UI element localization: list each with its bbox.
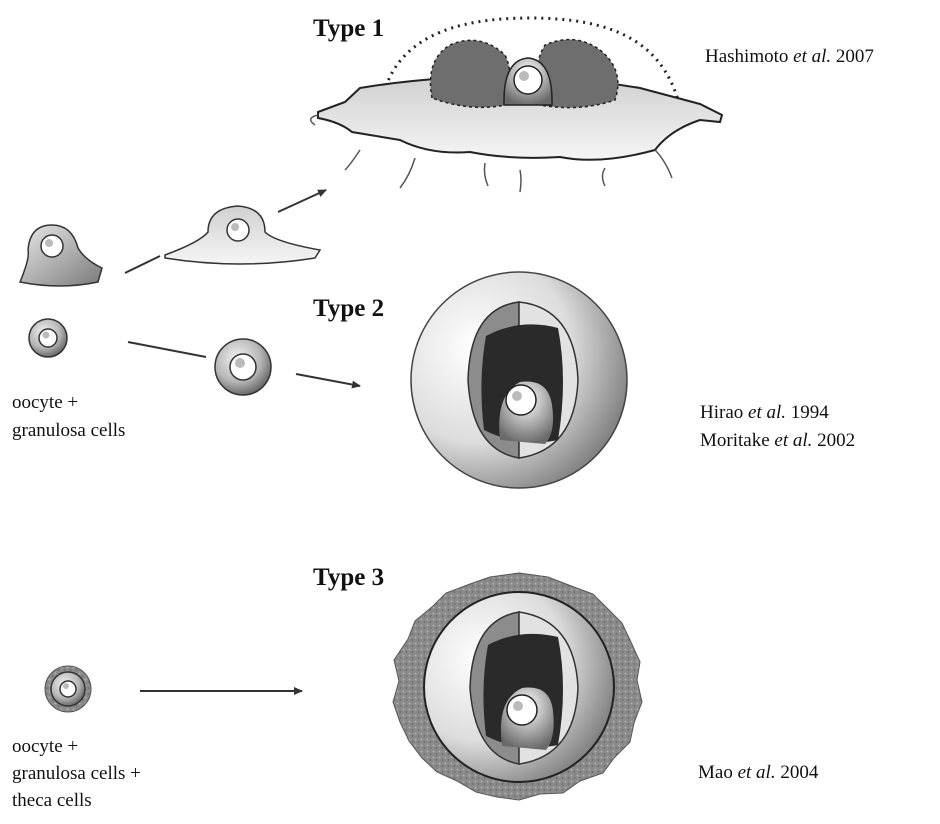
type2-citation-2: Moritake et al. 2002 <box>700 430 855 451</box>
oocyte-nucleus <box>519 71 529 81</box>
oocyte-nucleus <box>513 701 523 711</box>
type3-follicle-with-theca <box>393 573 642 800</box>
type2-citation-1: Hirao et al. 1994 <box>700 402 829 423</box>
caption-oocyte-granulosa-theca: oocyte +granulosa cells +theca cells <box>12 736 141 811</box>
oocyte <box>507 695 537 725</box>
oocyte <box>514 66 542 94</box>
oocyte-nucleus <box>512 391 522 401</box>
start-cell-ogt <box>45 666 91 712</box>
arrow-to-type2 <box>296 374 360 386</box>
arrow-to-type1 <box>278 190 326 212</box>
type1-spread-follicle <box>311 18 722 192</box>
type1-label: Type 1 <box>313 15 384 42</box>
dashed-arrow-segment <box>125 256 160 273</box>
arrow-segment-1 <box>128 342 206 357</box>
type3-citation: Mao et al. 2004 <box>698 762 819 783</box>
intermediate-follicle <box>215 339 271 395</box>
caption-oocyte-granulosa: oocyte +granulosa cells <box>12 392 125 441</box>
type1-citation: Hashimoto et al. 2007 <box>705 46 874 67</box>
type3-label: Type 3 <box>313 564 384 591</box>
start-cell-attached <box>20 225 102 286</box>
type2-antral-follicle <box>411 272 627 488</box>
oocyte <box>506 385 536 415</box>
granulosa-mass-left <box>430 40 510 107</box>
intermediate-spreading-cell <box>165 206 320 264</box>
start-cell-og <box>29 319 67 357</box>
type2-label: Type 2 <box>313 295 384 322</box>
